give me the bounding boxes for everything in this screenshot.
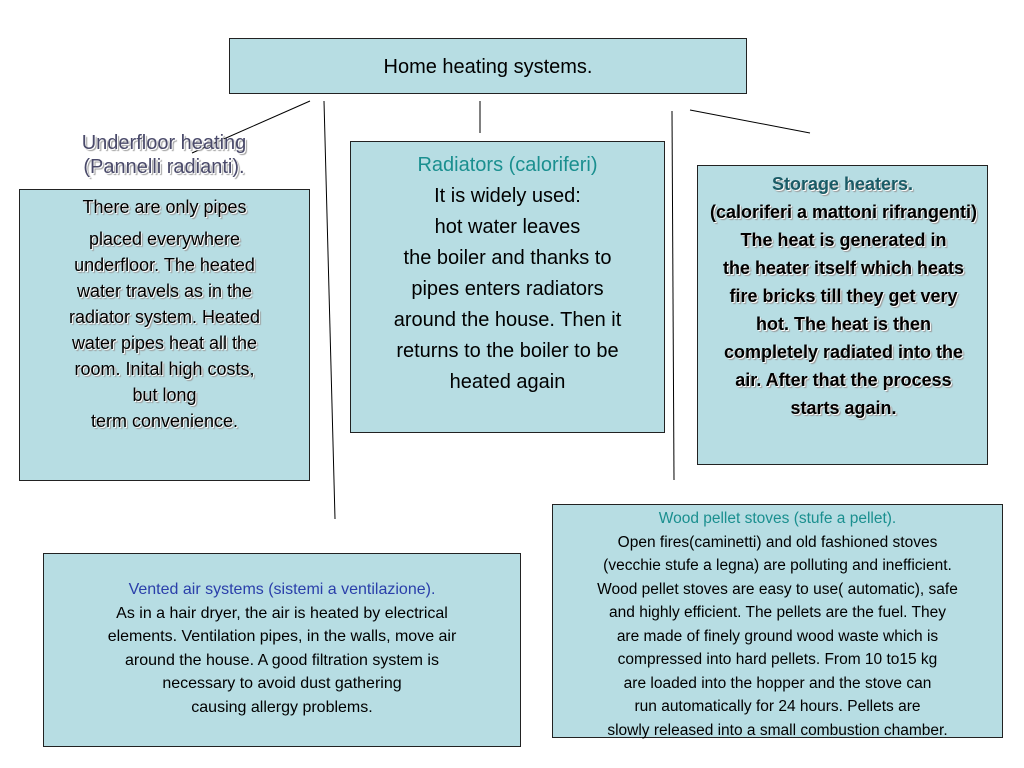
pellet-text-line: compressed into hard pellets. From 10 to…: [617, 651, 938, 668]
storage-text-line: The heat is generated in: [740, 230, 947, 250]
vented-text-line: around the house. A good filtration syst…: [125, 651, 439, 669]
storage-title: Storage heaters.: [771, 174, 914, 194]
pellet-text-line: slowly released into a small combustion …: [607, 721, 948, 739]
diagram-title: Home heating systems.: [383, 56, 593, 78]
radiators-box: Radiators (caloriferi) It is widely used…: [350, 141, 665, 433]
storage-text-line: the heater itself which heats: [722, 258, 965, 278]
radiators-text-line: It is widely used:: [434, 185, 581, 207]
underfloor-heading-line2: (Pannelli radianti).: [83, 156, 245, 178]
underfloor-text-line: water pipes heat all the: [71, 333, 258, 353]
radiators-title: Radiators (caloriferi): [417, 154, 598, 176]
vented-text-line: As in a hair dryer, the air is heated by…: [116, 604, 448, 622]
storage-text-line: starts again.: [790, 398, 897, 418]
underfloor-text-line: room. Inital high costs,: [74, 359, 255, 379]
pellet-body: Open fires(caminetti) and old fashioned …: [545, 531, 1010, 743]
connector-pellet: [671, 110, 675, 481]
connector-vented: [323, 100, 336, 520]
vented-text-line: causing allergy problems.: [191, 698, 373, 716]
radiators-text-line: heated again: [449, 371, 566, 393]
underfloor-text-line: term convenience.: [90, 411, 239, 431]
pellet-title: Wood pellet stoves (stufe a pellet).: [658, 510, 897, 527]
vented-text-line: elements. Ventilation pipes, in the wall…: [107, 628, 457, 645]
radiators-text-line: around the house. Then it: [393, 309, 622, 331]
vented-box: Vented air systems (sistemi a ventilazio…: [43, 553, 521, 747]
pellet-text-line: (vecchie stufe a legna) are polluting an…: [603, 557, 952, 574]
vented-title: Vented air systems (sistemi a ventilazio…: [128, 581, 436, 598]
underfloor-text-line: but long: [132, 385, 197, 405]
radiators-text-line: the boiler and thanks to: [403, 247, 612, 269]
radiators-text-line: hot water leaves: [434, 216, 581, 238]
underfloor-box: There are only pipes placed everywhere u…: [19, 189, 310, 481]
underfloor-heading-line1: Underfloor heating: [81, 132, 247, 154]
radiators-text-line: returns to the boiler to be: [396, 340, 619, 362]
storage-text-line: (caloriferi a mattoni rifrangenti): [709, 202, 978, 222]
pellet-box: Wood pellet stoves (stufe a pellet). Ope…: [552, 504, 1003, 739]
underfloor-text-line: There are only pipes: [82, 197, 247, 217]
connector-storage: [689, 109, 811, 134]
underfloor-text-line: radiator system. Heated: [68, 307, 261, 327]
underfloor-text-line: water travels as in the: [76, 281, 253, 301]
storage-body: (caloriferi a mattoni rifrangenti) The h…: [666, 198, 1021, 422]
pellet-text-line: run automatically for 24 hours. Pellets …: [634, 698, 921, 715]
connector-underfloor: [191, 100, 311, 154]
pellet-text-line: are loaded into the hopper and the stove…: [623, 674, 932, 692]
pellet-text-line: are made of finely ground wood waste whi…: [616, 627, 939, 645]
radiators-text-line: pipes enters radiators: [411, 278, 604, 300]
storage-text-line: air. After that the process: [735, 370, 952, 390]
underfloor-heading: Underfloor heating (Pannelli radianti).: [44, 131, 284, 179]
underfloor-text-line: placed everywhere: [88, 229, 241, 249]
pellet-text-line: Wood pellet stoves are easy to use( auto…: [597, 580, 958, 598]
storage-text-line: completely radiated into the: [723, 342, 964, 362]
pellet-text-line: Open fires(caminetti) and old fashioned …: [617, 533, 938, 551]
storage-text-line: hot. The heat is then: [755, 314, 931, 334]
diagram-title-box: Home heating systems.: [229, 38, 747, 94]
storage-text-line: fire bricks till they get very: [729, 286, 958, 306]
vented-text-line: necessary to avoid dust gathering: [162, 675, 402, 692]
storage-box: Storage heaters. (caloriferi a mattoni r…: [697, 165, 988, 465]
pellet-text-line: and highly efficient. The pellets are th…: [609, 604, 946, 621]
underfloor-text-line: underfloor. The heated: [74, 255, 255, 275]
